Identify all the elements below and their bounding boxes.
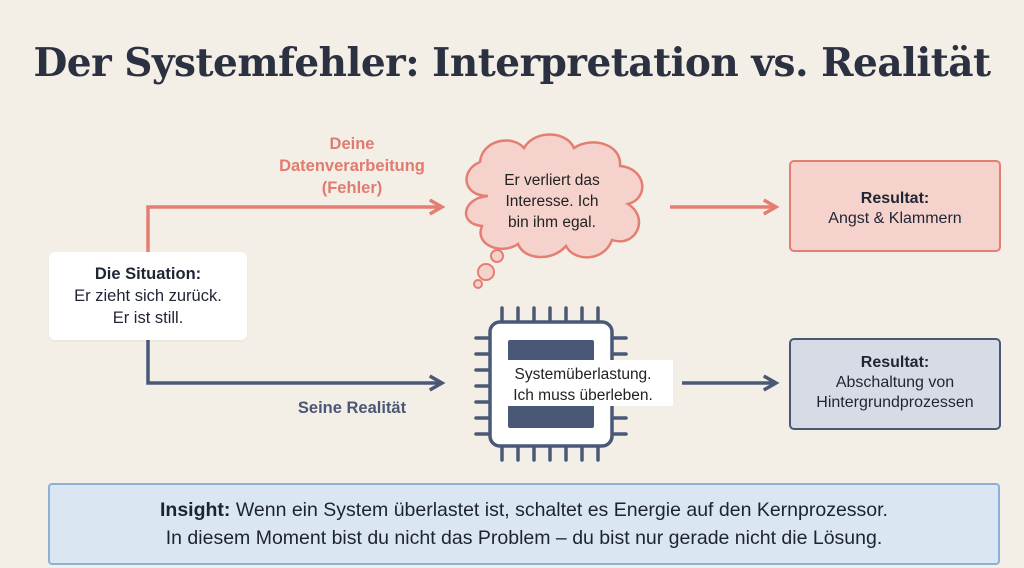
chip-line: Systemüberlastung. [514,366,652,383]
interpretation-label-line: (Fehler) [321,179,383,197]
situation-line-2: Er ist still. [112,309,184,327]
insight-line-2: In diesem Moment bist du nicht das Probl… [165,527,883,549]
interpretation-arrow [146,198,446,252]
situation-box: Die Situation: Er zieht sich zurück. Er … [49,252,247,340]
result-heading: Resultat: [860,354,930,371]
reality-result-box: Resultat: Abschaltung von Hintergrundpro… [789,338,1001,430]
interpretation-label-line: Datenverarbeitung [279,157,425,175]
chip-line: Ich muss überleben. [513,387,653,404]
reality-arrow [146,340,446,392]
interpretation-label: Deine Datenverarbeitung (Fehler) [262,133,442,199]
result-line: Abschaltung von [835,374,955,391]
result-line: Angst & Klammern [828,210,962,227]
thought-line: Er verliert das [504,172,600,189]
insight-line-1-text: Wenn ein System überlastet ist, schaltet… [230,499,888,521]
interpretation-label-line: Deine [329,135,375,153]
chip-label-plate [497,360,673,406]
thought-line: Interesse. Ich [505,193,599,210]
result-line: Hintergrundprozessen [816,394,974,411]
thought-text: Er verliert das Interesse. Ich bin ihm e… [478,170,626,233]
thought-cloud-icon [464,133,644,289]
chip-text: Systemüberlastung. Ich muss überleben. [490,364,676,406]
result-heading: Resultat: [860,190,930,207]
insight-prefix: Insight: [160,499,231,521]
page-title: Der Systemfehler: Interpretation vs. Rea… [33,40,991,86]
reality-label: Seine Realität [297,399,407,417]
situation-line-1: Er zieht sich zurück. [74,287,222,305]
insight-box: Insight: Wenn ein System überlastet ist,… [48,483,1000,565]
situation-heading: Die Situation: [94,265,202,283]
interpretation-result-box: Resultat: Angst & Klammern [789,160,1001,252]
thought-line: bin ihm egal. [508,214,596,231]
insight-line-1: Insight: Wenn ein System überlastet ist,… [50,496,998,524]
